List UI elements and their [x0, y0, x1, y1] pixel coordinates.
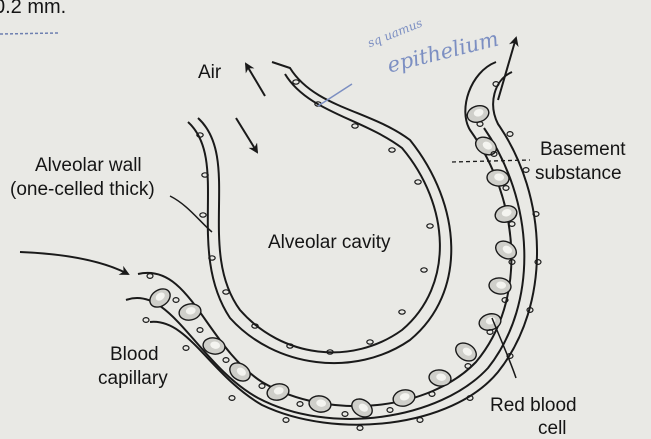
endothelial-cell-nucleus	[417, 418, 423, 423]
endothelial-cell-nucleus	[342, 412, 348, 417]
endothelial-cell-nucleus	[509, 222, 515, 227]
red-blood-cell	[472, 134, 499, 159]
red-blood-cell	[428, 368, 452, 387]
wall-cell-nucleus	[421, 268, 427, 272]
wall-cell-nucleus	[293, 80, 299, 84]
blood-capillary-label-line2: capillary	[98, 368, 168, 390]
alveolar-wall-cells	[197, 80, 433, 354]
endothelial-cell-nucleus	[283, 418, 289, 423]
wall-cell-nucleus	[415, 180, 421, 184]
endothelial-cell-nucleus	[143, 318, 149, 323]
red-blood-cell	[146, 285, 173, 311]
endothelial-cell-nucleus	[223, 358, 229, 363]
red-blood-cell	[348, 395, 375, 420]
red-blood-cell	[265, 382, 290, 403]
air-label: Air	[198, 62, 221, 84]
endothelial-cell-nucleus	[183, 346, 189, 351]
wall-cell-nucleus	[389, 148, 395, 152]
header-underline	[0, 33, 58, 34]
endothelial-cell-nucleus	[229, 396, 235, 401]
basement-substance-label-line1: Basement	[540, 139, 626, 161]
blood-outflow-arrow	[498, 38, 516, 100]
endothelial-cell-nucleus	[523, 168, 529, 173]
alveolar-wall-label-line2: (one-celled thick)	[10, 179, 155, 201]
red-blood-cell	[391, 388, 416, 409]
basement-substance-label-line2: substance	[535, 163, 622, 185]
red-blood-cell	[178, 302, 203, 322]
wall-cell-nucleus	[200, 213, 206, 217]
alveolar-wall	[188, 62, 451, 363]
wall-cell-nucleus	[367, 340, 373, 344]
red-blood-cell	[452, 339, 479, 364]
red-blood-cell-label-line1: Red blood	[490, 395, 577, 417]
red-blood-cell	[493, 203, 519, 224]
blood-inflow-arrow	[20, 252, 128, 274]
red-blood-cell	[308, 394, 332, 414]
red-blood-cell	[486, 169, 510, 188]
endothelial-cell-nucleus	[387, 408, 393, 413]
endothelial-cell-nucleus	[197, 328, 203, 333]
header-text: 0.2 mm.	[0, 0, 66, 18]
wall-cell-nucleus	[223, 290, 229, 294]
endothelial-cell-nucleus	[465, 364, 471, 369]
endothelial-cell-nucleus	[297, 402, 303, 407]
red-blood-cell-label-line2: cell	[538, 418, 567, 439]
endothelial-cell-nucleus	[259, 384, 265, 389]
blood-capillary-label-line1: Blood	[110, 344, 159, 366]
wall-cell-nucleus	[427, 224, 433, 228]
endothelial-cell-nucleus	[173, 298, 179, 303]
endothelial-cell-nucleus	[503, 186, 509, 191]
wall-cell-nucleus	[352, 124, 358, 128]
endothelial-cell-nucleus	[507, 132, 513, 137]
air-arrow-in	[246, 64, 265, 96]
wall-cell-nucleus	[399, 310, 405, 314]
red-blood-cell	[492, 237, 519, 262]
endothelial-cell-nucleus	[147, 274, 153, 279]
alveolar-wall-label-line1: Alveolar wall	[35, 155, 142, 177]
air-arrow-out	[236, 118, 257, 152]
alveolar-cavity-label: Alveolar cavity	[268, 232, 391, 254]
endothelial-cell-nucleus	[357, 426, 363, 431]
